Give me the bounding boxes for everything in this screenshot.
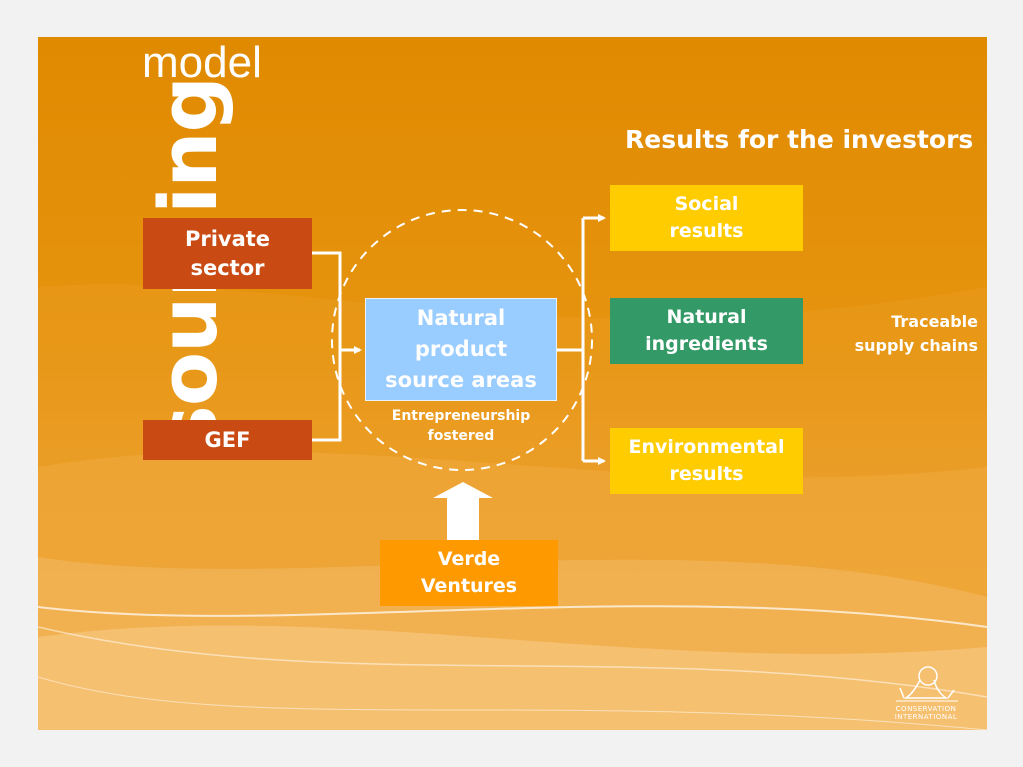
entrepreneurship-caption: Entrepreneurship fostered: [391, 408, 531, 444]
natural-ingredients-box: Natural ingredients: [610, 298, 803, 364]
vertical-title-wrap: sourcing: [50, 40, 235, 452]
background-waves: [38, 284, 987, 730]
verde-ventures-box: Verde Ventures: [380, 540, 558, 606]
social-results-box: Social results: [610, 185, 803, 251]
gef-box: GEF: [143, 420, 312, 460]
results-heading: Results for the investors: [625, 125, 974, 154]
private-sector-box: Private sector: [143, 218, 312, 289]
logo-line-2: INTERNATIONAL: [894, 713, 958, 721]
logo-text: CONSERVATION INTERNATIONAL: [878, 705, 974, 721]
logo-line-1: CONSERVATION: [895, 705, 957, 713]
environmental-results-box: Environmental results: [610, 428, 803, 494]
natural-product-source-box: Natural product source areas: [365, 298, 557, 401]
slide-background: [38, 37, 987, 730]
slide-title: model: [142, 38, 262, 87]
traceable-supply-chains-note: Traceable supply chains: [854, 312, 978, 355]
conservation-international-logo-icon: [896, 666, 958, 702]
